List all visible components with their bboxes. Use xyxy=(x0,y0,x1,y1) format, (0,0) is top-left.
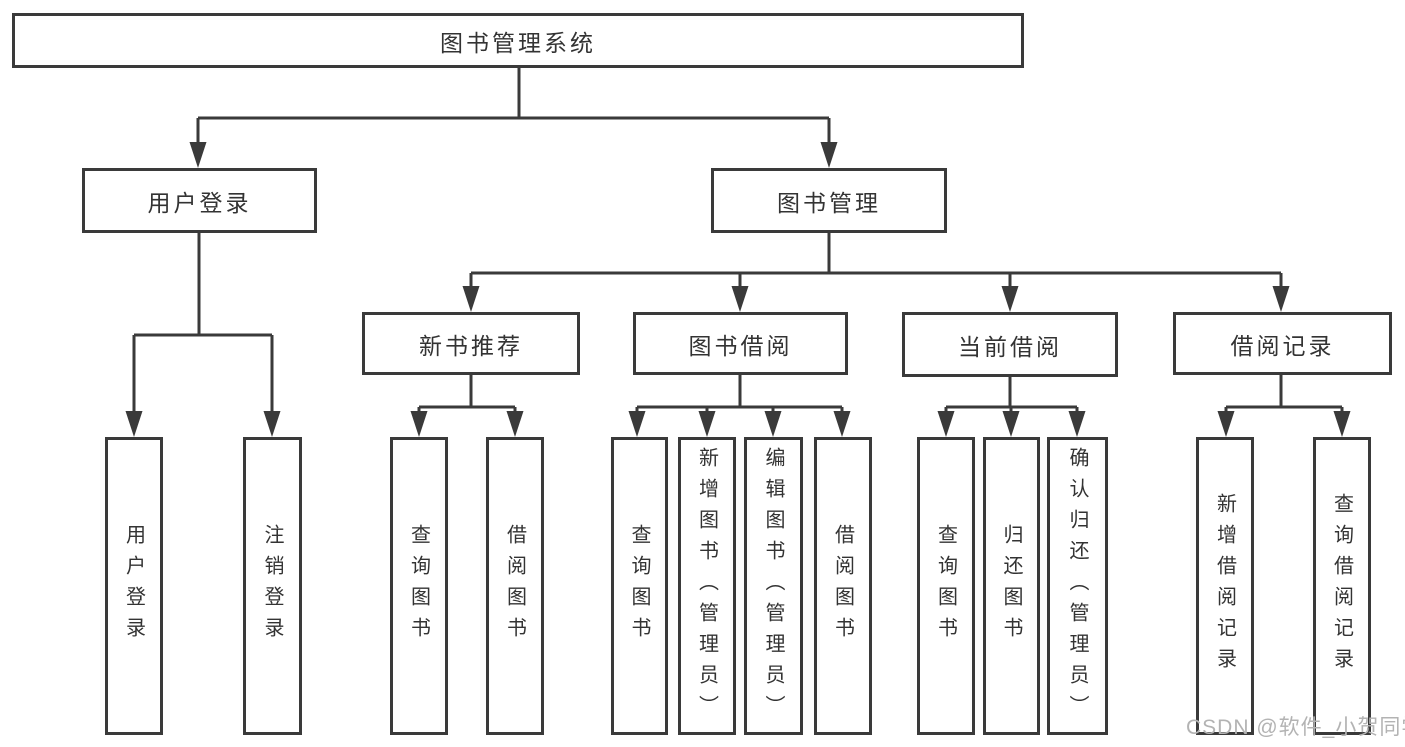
leaf-logout: 注销登录 xyxy=(243,437,302,735)
leaf-query-borrow-record: 查询借阅记录 xyxy=(1313,437,1371,735)
tree-edges xyxy=(132,67,1344,415)
leaf-add-book-admin: 新增图书（管理员） xyxy=(678,437,736,735)
leaf-user-login: 用户登录 xyxy=(105,437,163,735)
node-new-book-recommend: 新书推荐 xyxy=(362,312,580,375)
node-book-management: 图书管理 xyxy=(711,168,947,233)
leaf-edit-book-admin: 编辑图书（管理员） xyxy=(744,437,803,735)
leaf-query-books-3: 查询图书 xyxy=(917,437,975,735)
leaf-confirm-return-admin: 确认归还（管理员） xyxy=(1047,437,1108,735)
leaf-borrow-books-2: 借阅图书 xyxy=(814,437,872,735)
node-book-borrow: 图书借阅 xyxy=(633,312,848,375)
leaf-borrow-books-1: 借阅图书 xyxy=(486,437,544,735)
arrowheads xyxy=(125,142,1351,437)
node-library-system: 图书管理系统 xyxy=(12,13,1024,68)
leaf-query-books-2: 查询图书 xyxy=(611,437,668,735)
leaf-add-borrow-record: 新增借阅记录 xyxy=(1196,437,1254,735)
node-current-borrow: 当前借阅 xyxy=(902,312,1118,377)
leaf-return-books: 归还图书 xyxy=(983,437,1040,735)
node-borrow-records: 借阅记录 xyxy=(1173,312,1392,375)
watermark: CSDN @软件_小贺同学 xyxy=(1186,716,1405,739)
leaf-query-books-1: 查询图书 xyxy=(390,437,448,735)
node-user-login: 用户登录 xyxy=(82,168,317,233)
